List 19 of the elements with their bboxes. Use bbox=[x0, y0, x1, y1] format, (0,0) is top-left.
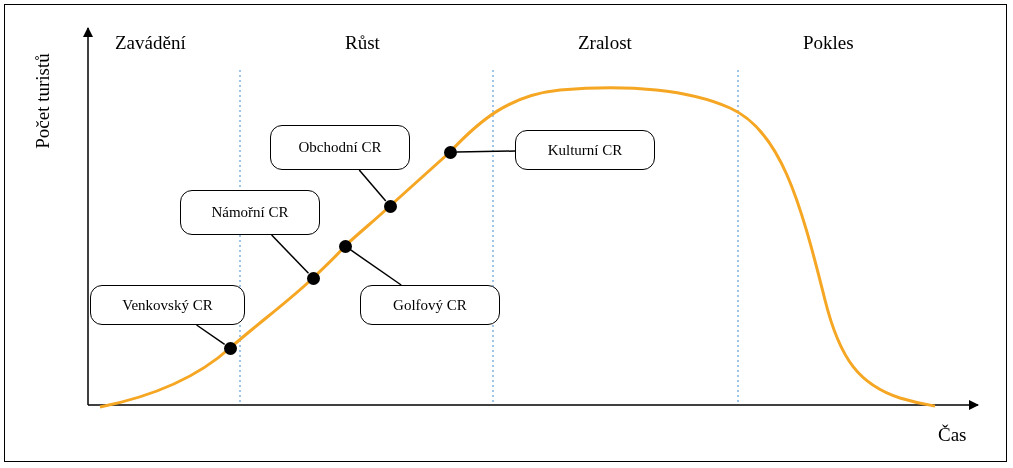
leader-line bbox=[349, 248, 402, 286]
leader-line bbox=[455, 150, 516, 153]
phase-label: Růst bbox=[345, 32, 380, 54]
phase-label: Zralost bbox=[578, 32, 632, 54]
phase-label: Pokles bbox=[803, 32, 854, 54]
axis-title: Počet turistů bbox=[32, 52, 54, 151]
callout-bubble: Kulturní CR bbox=[515, 130, 655, 170]
callout-bubble: Námořní CR bbox=[180, 190, 320, 235]
callout-bubble: Golfový CR bbox=[360, 285, 500, 325]
phase-label: Zavádění bbox=[115, 32, 186, 54]
leader-line bbox=[358, 169, 387, 202]
leader-line bbox=[270, 234, 310, 275]
leader-line bbox=[195, 324, 226, 346]
callout-bubble: Venkovský CR bbox=[90, 285, 245, 325]
point-marker bbox=[443, 145, 457, 159]
point-marker bbox=[306, 271, 320, 285]
callout-bubble: Obchodní CR bbox=[270, 125, 410, 170]
point-marker bbox=[338, 239, 352, 253]
axis-title: Čas bbox=[938, 424, 967, 446]
